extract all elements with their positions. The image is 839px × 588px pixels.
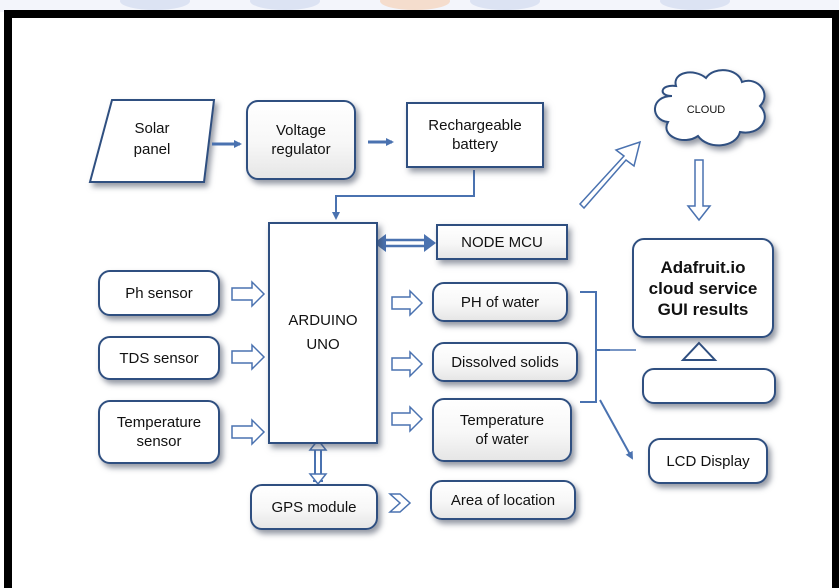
arrow-arduino-to-dissolved	[391, 350, 424, 378]
lcd-display-box: LCD Display	[648, 438, 768, 484]
area-of-location-box: Area of location	[430, 480, 576, 520]
output-brace	[580, 291, 610, 403]
gps-module-label: GPS module	[271, 498, 357, 516]
arrow-ph-sensor-to-arduino	[231, 280, 266, 308]
top-banner-strip	[0, 0, 839, 12]
adafruit-label: Adafruit.io cloud service GUI results	[648, 257, 758, 319]
ph-of-water-box: PH of water	[432, 282, 568, 322]
display-box	[642, 368, 776, 404]
arrow-nodemcu-to-cloud	[578, 140, 642, 210]
rechargeable-battery-label: Rechargeable battery	[428, 117, 522, 153]
arrow-tds-sensor-to-arduino	[231, 343, 266, 371]
arrow-arduino-gps-head-up	[308, 438, 328, 451]
dissolved-solids-box: Dissolved solids	[432, 342, 578, 382]
banner-decoration	[470, 0, 540, 10]
arrow-cloud-to-adafruit	[686, 159, 712, 222]
area-of-location-label: Area of location	[450, 491, 556, 509]
gps-module-box: GPS module	[250, 484, 378, 530]
banner-decoration	[380, 0, 450, 10]
temperature-of-water-box: Temperature of water	[432, 398, 572, 462]
voltage-regulator-box: Voltage regulator	[246, 100, 356, 180]
adafruit-box: Adafruit.io cloud service GUI results	[632, 238, 774, 338]
arrow-battery-to-arduino	[332, 170, 475, 220]
temperature-sensor-label: Temperature sensor	[116, 414, 202, 450]
ph-sensor-label: Ph sensor	[125, 284, 193, 302]
cloud-shape	[654, 69, 766, 147]
temperature-of-water-label: Temperature of water	[459, 412, 545, 448]
node-mcu-box: NODE MCU	[436, 224, 568, 260]
tds-sensor-label: TDS sensor	[119, 349, 199, 367]
chevron-gps-to-area	[388, 493, 412, 513]
lcd-display-label: LCD Display	[666, 452, 750, 470]
tds-sensor-box: TDS sensor	[98, 336, 220, 380]
arduino-uno-label: ARDUINO UNO	[288, 312, 358, 353]
ph-sensor-box: Ph sensor	[98, 270, 220, 316]
arrow-arduino-nodemcu-head-left	[374, 234, 386, 252]
solar-panel-shape	[88, 99, 216, 183]
dissolved-solids-label: Dissolved solids	[451, 353, 559, 371]
arrow-arduino-gps-head-down	[308, 473, 328, 486]
arrow-arduino-nodemcu	[380, 238, 430, 248]
temperature-sensor-box: Temperature sensor	[98, 400, 220, 464]
arrow-arduino-to-ph-water	[391, 289, 424, 317]
ph-of-water-label: PH of water	[460, 293, 540, 311]
arrow-temp-sensor-to-arduino	[231, 418, 266, 446]
arrow-brace-to-lcd	[599, 399, 633, 460]
solar-panel-label: Solar panel	[133, 120, 171, 158]
voltage-regulator-label: Voltage regulator	[271, 122, 331, 158]
banner-decoration	[660, 0, 730, 10]
node-mcu-label: NODE MCU	[461, 233, 543, 251]
triangle-pointer	[680, 341, 718, 361]
arduino-uno-box: ARDUINO UNO	[268, 222, 378, 444]
arrow-arduino-nodemcu-head-right	[424, 234, 436, 252]
rechargeable-battery-box: Rechargeable battery	[406, 102, 544, 168]
cloud-label: CLOUD	[686, 104, 726, 116]
banner-decoration	[250, 0, 320, 10]
banner-decoration	[120, 0, 190, 10]
arrow-arduino-to-temp-water	[391, 405, 424, 433]
